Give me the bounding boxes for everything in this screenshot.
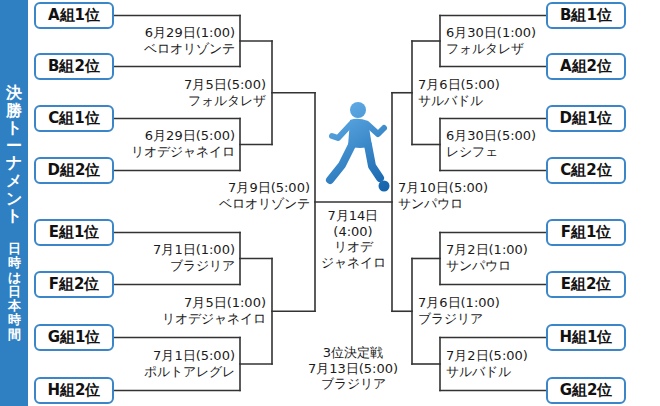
bracket-line	[412, 363, 440, 365]
match-label: 7月9日(5:00) ベロオリゾンテ	[198, 180, 310, 211]
team-label: A組2位	[560, 57, 612, 76]
team-box: A組2位	[546, 53, 626, 80]
bracket-line	[114, 118, 240, 120]
team-box: H組2位	[34, 377, 114, 404]
team-label: G組2位	[560, 381, 613, 400]
match-label: 7月2日(1:00) サンパウロ	[446, 242, 544, 273]
bracket-line	[240, 144, 272, 146]
team-label: A組1位	[48, 6, 100, 25]
bracket-line	[272, 310, 315, 312]
team-box: G組1位	[34, 324, 114, 351]
bracket-line	[440, 118, 546, 120]
team-box: H組1位	[546, 324, 626, 351]
team-box: G組2位	[546, 377, 626, 404]
bracket-line	[392, 92, 412, 94]
team-box: D組2位	[34, 157, 114, 184]
bracket-line	[412, 258, 440, 260]
team-box: E組1位	[34, 219, 114, 246]
team-label: C組2位	[560, 161, 611, 180]
band-title: 決勝トーナメント	[6, 84, 22, 225]
match-label: 7月1日(1:00) ブラジリア	[123, 242, 235, 273]
team-label: F組2位	[49, 275, 100, 294]
bracket-line	[440, 15, 546, 17]
team-box: B組2位	[34, 53, 114, 80]
soccer-player	[330, 102, 390, 192]
team-label: F組1位	[561, 223, 612, 242]
match-label: 7月5日(1:00) リオデジャネイロ	[154, 295, 266, 326]
team-box: E組2位	[546, 271, 626, 298]
bracket-line	[412, 144, 440, 146]
team-label: H組2位	[48, 381, 101, 400]
match-label: 7月2日(5:00) サルバドル	[446, 348, 544, 379]
bracket-line	[114, 337, 240, 339]
match-label: 7月5日(5:00) フォルタレザ	[154, 77, 266, 108]
bracket-line	[272, 92, 315, 94]
bracket-line	[412, 40, 440, 42]
match-label: 6月29日(1:00) ベロオリゾンテ	[123, 25, 235, 56]
bracket-line	[240, 258, 272, 260]
team-label: D組1位	[560, 109, 613, 128]
bracket-line	[114, 66, 240, 68]
team-label: B組2位	[48, 57, 100, 76]
team-label: B組1位	[560, 6, 612, 25]
match-label: 7月1日(5:00) ポルトアレグレ	[123, 348, 235, 379]
final-note: 7月14日 (4:00) リオデ ジャネイロ	[320, 208, 386, 270]
bracket-line	[114, 170, 240, 172]
team-label: E組1位	[49, 223, 100, 242]
team-label: H組1位	[560, 328, 613, 347]
team-box: D組1位	[546, 105, 626, 132]
match-label: 6月30日(1:00) フォルタレザ	[446, 25, 544, 56]
band-note: 日時は日本時間	[8, 242, 21, 342]
team-label: G組1位	[48, 328, 101, 347]
match-label: 7月10日(5:00) サンパウロ	[398, 180, 510, 211]
bracket-line	[440, 232, 546, 234]
team-label: D組2位	[48, 161, 101, 180]
bracket-line	[440, 284, 546, 286]
bracket-line	[440, 390, 546, 392]
bracket-line	[114, 284, 240, 286]
team-label: C組1位	[48, 109, 99, 128]
team-box: F組1位	[546, 219, 626, 246]
final-note: 3位決定戦 7月13日(5:00) ブラジリア	[301, 345, 405, 392]
team-box: F組2位	[34, 271, 114, 298]
team-box: B組1位	[546, 2, 626, 29]
team-label: E組2位	[561, 275, 612, 294]
team-box: C組2位	[546, 157, 626, 184]
bracket-line	[114, 390, 240, 392]
bracket-line	[440, 66, 546, 68]
title-band: 決勝トーナメント日時は日本時間	[0, 0, 28, 406]
bracket-line	[392, 310, 412, 312]
bracket-line	[315, 201, 392, 203]
team-box: A組1位	[34, 2, 114, 29]
match-label: 7月6日(1:00) ブラジリア	[418, 295, 530, 326]
bracket-line	[114, 15, 240, 17]
bracket-lines	[114, 16, 546, 391]
team-box: C組1位	[34, 105, 114, 132]
bracket-line	[114, 232, 240, 234]
bracket-line	[440, 170, 546, 172]
bracket-line	[240, 40, 272, 42]
match-label: 7月6日(5:00) サルバドル	[418, 77, 530, 108]
match-label: 6月29日(5:00) リオデジャネイロ	[123, 128, 235, 159]
match-label: 6月30日(5:00) レシフェ	[446, 128, 544, 159]
bracket-line	[440, 337, 546, 339]
bracket-line	[240, 363, 272, 365]
